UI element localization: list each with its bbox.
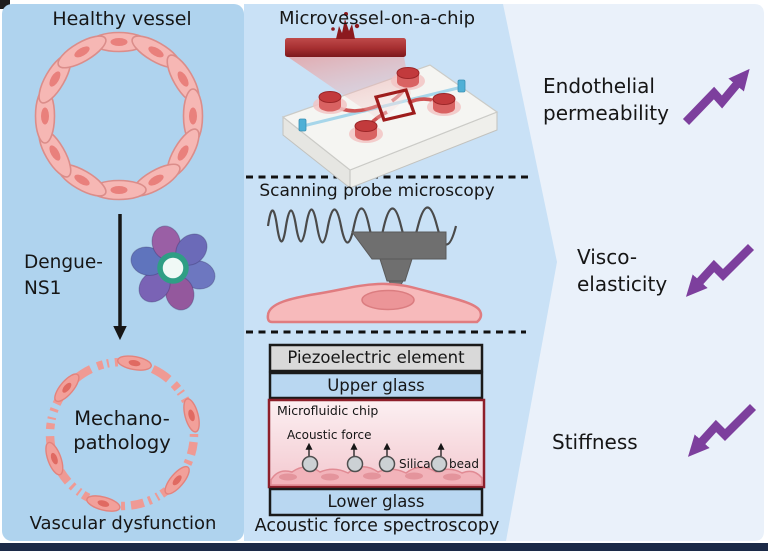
readout-permeability: Endothelial [543,74,655,98]
afs-caption: Acoustic force spectroscopy [254,516,500,536]
silica-label: Silica [399,457,431,471]
lower-glass-label: Lower glass [327,492,425,511]
ns1-virus-icon [130,225,216,311]
chip-ports [313,67,461,143]
trend-arrows [682,68,757,457]
piezo-box [268,343,484,373]
section-dividers [246,175,530,334]
trend-down-icon [687,403,757,457]
force-arrows [305,442,445,456]
vial-icon [298,79,466,132]
healthy-vessel-icon [34,31,204,201]
silica-bead-icon [301,455,448,473]
acoustic-force-label: Acoustic force [287,428,372,442]
cell-nucleus [361,289,415,311]
microfluidic-chip-label: Microfluidic chip [277,403,379,418]
damaged-vessel-icon [45,355,200,512]
readout-viscoelasticity: Visco- [577,245,638,269]
blood-vessel-icon [285,38,406,57]
dengue-ns1-label: Dengue- [24,252,103,273]
bottom-bar [0,543,768,551]
vascular-dysfunction-caption: Vascular dysfunction [29,513,217,534]
afs-icon [267,343,486,517]
spm-title: Scanning probe microscopy [259,181,495,201]
mechano-pathology-label: Mechano- [74,407,170,430]
mechano-pathology-label-2: pathology [73,431,171,454]
right-panel-bg [496,4,764,541]
piezo-label: Piezoelectric element [287,348,465,367]
microvessel-chip-icon [281,12,499,190]
upper-glass-box [268,371,484,400]
lower-glass-box [268,487,484,517]
readout-permeability-2: permeability [543,101,669,125]
healthy-vessel-title: Healthy vessel [52,8,192,30]
trend-down-icon [685,243,755,297]
microvessel-title: Microvessel-on-a-chip [278,8,475,29]
dengue-ns1-label-2: NS1 [24,278,62,299]
readout-stiffness: Stiffness [552,430,638,454]
spm-icon [266,206,483,324]
trend-up-icon [682,68,750,125]
upper-glass-label: Upper glass [327,376,425,395]
readout-viscoelasticity-2: elasticity [577,272,668,296]
leak-splash-icon [331,12,360,39]
observation-window [373,88,417,122]
bead-label: bead [449,457,479,471]
cell-nuclei [279,472,461,481]
